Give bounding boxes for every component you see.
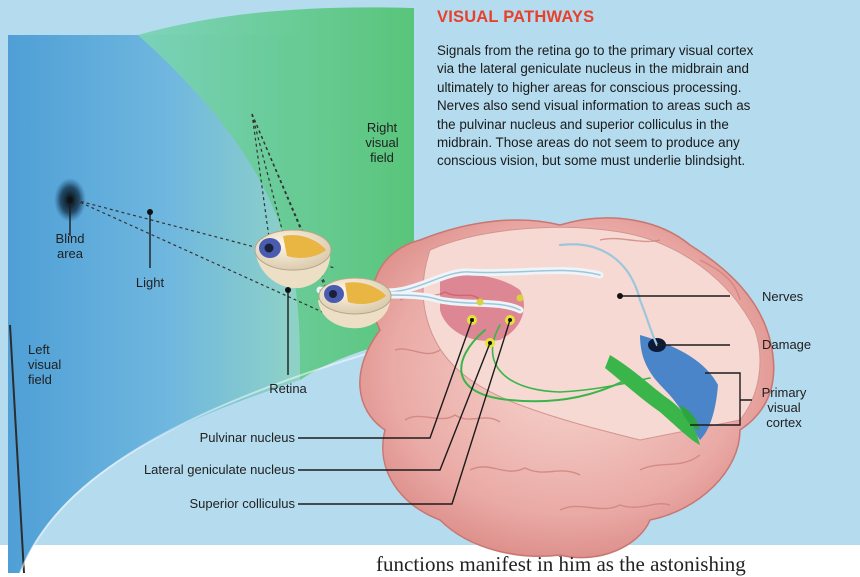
- description-line: midbrain. Those areas do not seem to pro…: [437, 134, 857, 152]
- description-line: conscious vision, but some must underlie…: [437, 152, 857, 170]
- label-nerves: Nerves: [762, 289, 803, 304]
- label-right-visual-field: Right visual field: [352, 120, 412, 165]
- label-damage: Damage: [762, 337, 811, 352]
- label-pulvinar-nucleus: Pulvinar nucleus: [100, 430, 295, 445]
- figure-title: VISUAL PATHWAYS: [437, 8, 594, 27]
- label-retina: Retina: [258, 381, 318, 396]
- description-line: Nerves also send visual information to a…: [437, 97, 857, 115]
- description-line: Signals from the retina go to the primar…: [437, 42, 857, 60]
- figure-description: Signals from the retina go to the primar…: [437, 42, 857, 171]
- page-body-text-fragment: functions manifest in him as the astonis…: [376, 552, 746, 577]
- label-left-visual-field: Left visual field: [28, 342, 88, 387]
- label-light: Light: [124, 275, 176, 290]
- description-line: ultimately to higher areas for conscious…: [437, 79, 857, 97]
- label-lateral-geniculate-nucleus: Lateral geniculate nucleus: [60, 462, 295, 477]
- description-line: the pulvinar nucleus and superior collic…: [437, 116, 857, 134]
- description-line: via the lateral geniculate nucleus in th…: [437, 60, 857, 78]
- label-blind-area: Blind area: [42, 231, 98, 261]
- label-superior-colliculus: Superior colliculus: [100, 496, 295, 511]
- label-primary-visual-cortex: Primary visual cortex: [748, 385, 820, 430]
